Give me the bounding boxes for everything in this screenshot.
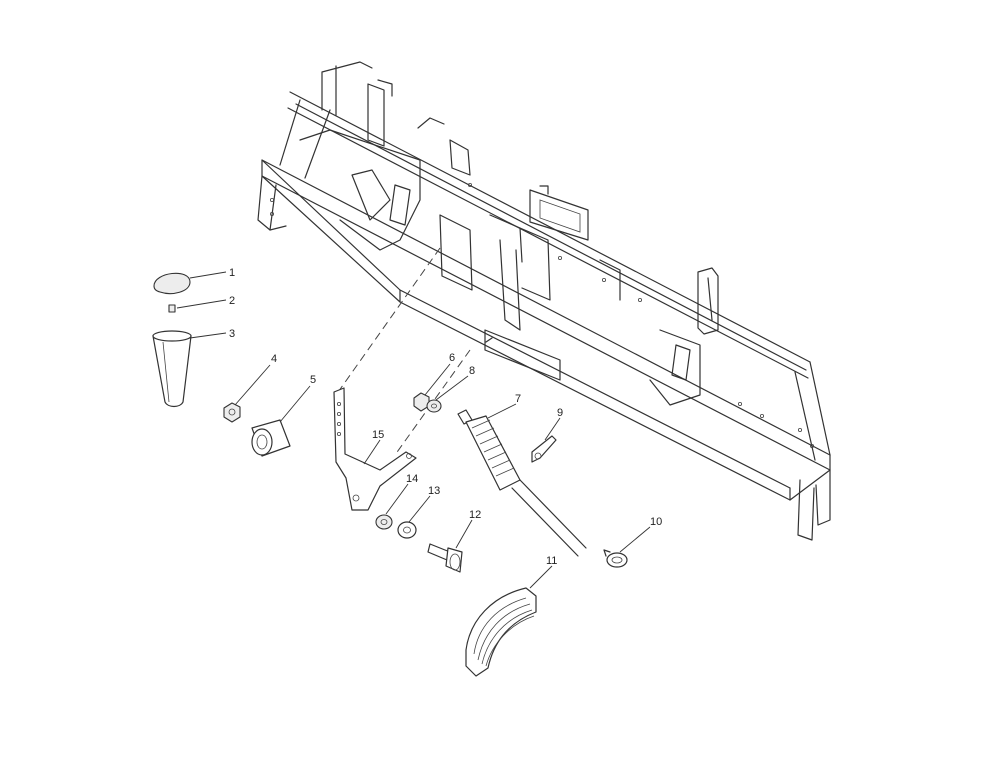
part-3-knob [152,330,192,408]
callout-14: 14 [406,473,418,485]
callout-13: 13 [428,485,440,497]
part-4-nut [223,402,241,423]
leader-lines [176,271,651,589]
part-9-clip [531,435,557,463]
part-15-lever-bracket [333,387,417,511]
part-7-cable [457,409,587,557]
callout-5: 5 [310,374,316,386]
callout-9: 9 [557,407,563,419]
part-12-bolt [427,543,463,573]
callout-11: 11 [546,555,557,567]
callout-2: 2 [229,295,235,307]
assembly-dash-line-2 [394,349,471,456]
part-8-washer [426,399,442,413]
callout-1: 1 [229,267,235,279]
callout-7: 7 [515,393,521,405]
callout-6: 6 [449,352,455,364]
part-13-washer [397,521,417,539]
callout-3: 3 [229,328,235,340]
callout-10: 10 [650,516,662,528]
chassis-frame [257,61,831,541]
callout-15: 15 [372,429,384,441]
part-1-cap [153,272,191,295]
assembly-dash-line [335,247,441,396]
callout-4: 4 [271,353,277,365]
callout-12: 12 [469,509,481,521]
part-11-pedal-pad [465,587,537,677]
part-10-clamp [603,549,628,568]
callout-8: 8 [469,365,475,377]
part-2-screw [168,304,176,313]
part-5-bushing [251,419,291,457]
part-14-washer [375,514,393,530]
callout-labels: 1 2 3 4 5 6 7 8 9 10 11 12 13 14 15 [229,267,662,567]
part-6-nut [413,392,430,412]
